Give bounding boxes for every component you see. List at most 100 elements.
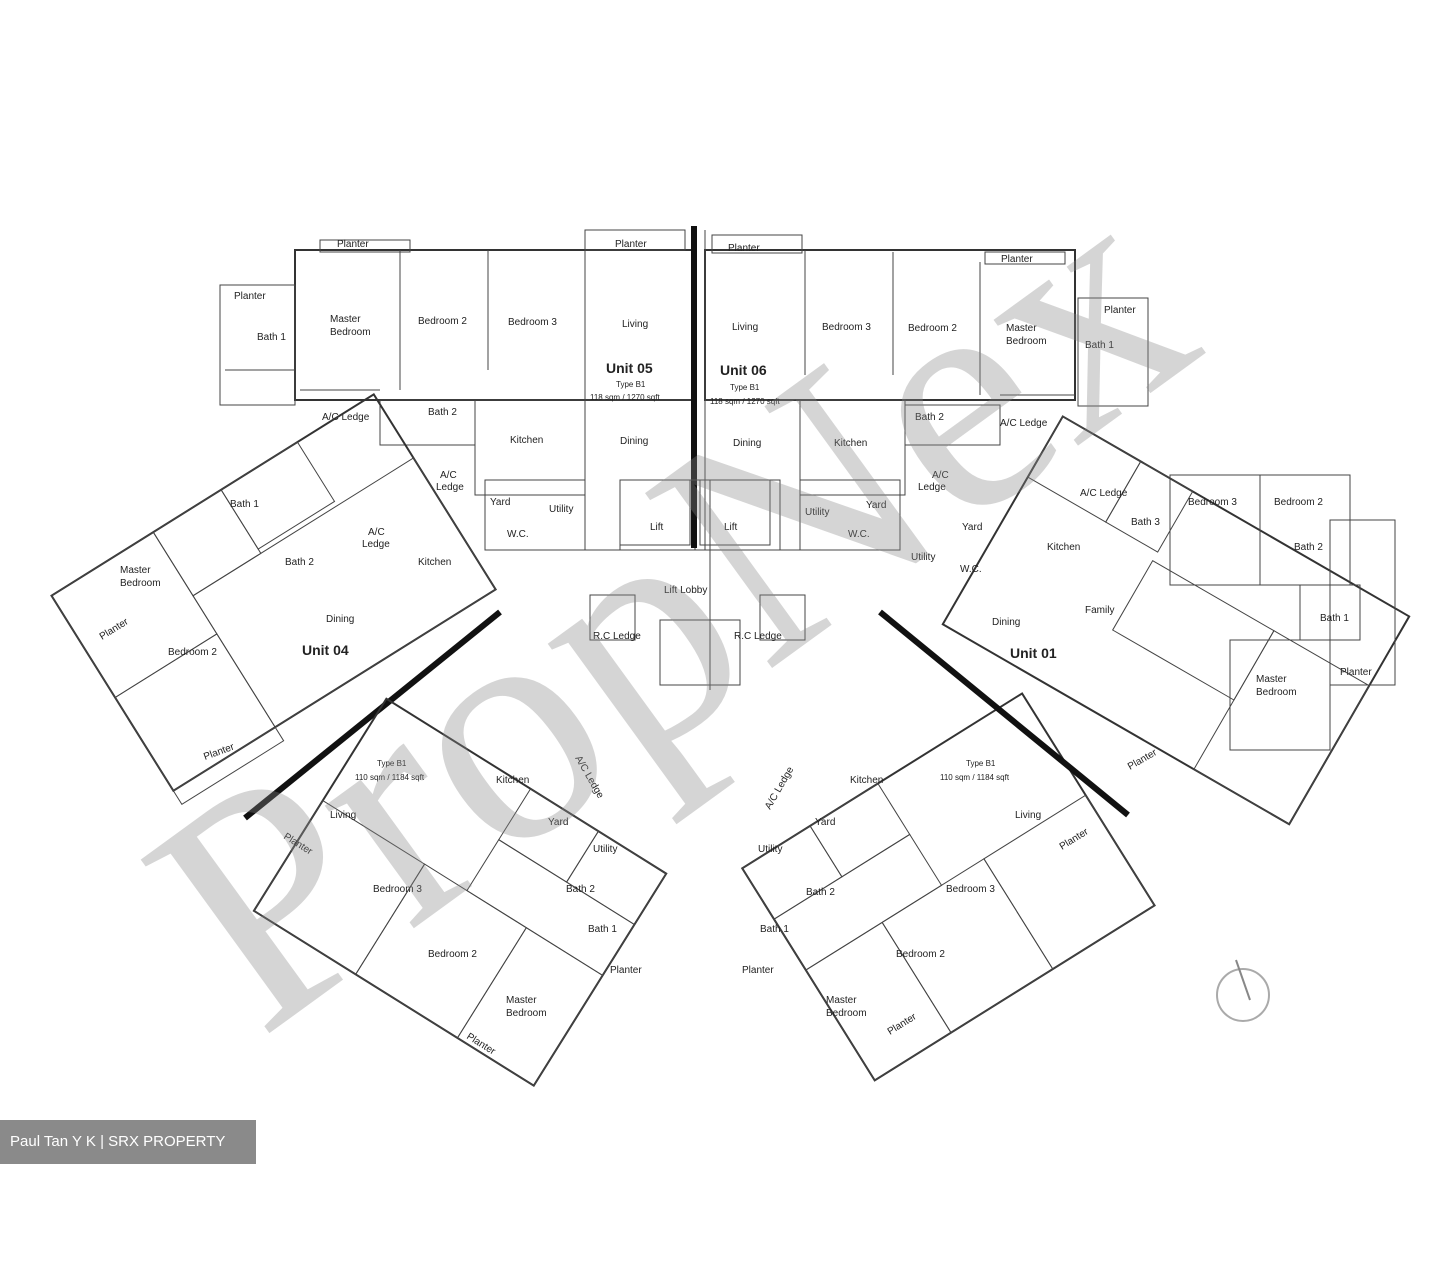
unit-06-name: Unit 06 xyxy=(720,362,767,378)
u05-dining-label: Dining xyxy=(620,436,648,447)
u03-bath1-label: Bath 1 xyxy=(588,924,617,935)
u06-bedroom2-label: Bedroom 2 xyxy=(908,323,957,334)
unit-03-type: Type B1 xyxy=(377,759,407,768)
u05-ac-label: A/C xyxy=(440,470,457,481)
u01-wc-label: W.C. xyxy=(960,564,982,575)
u06-planter-top-label: Planter xyxy=(1001,254,1033,265)
u01-bath1-label: Bath 1 xyxy=(1320,613,1349,624)
u05-lift-label: Lift xyxy=(650,522,664,533)
u04-master-label-2: Bedroom xyxy=(120,578,161,589)
u01-bath3-label: Bath 3 xyxy=(1131,517,1160,528)
u02-bath2-label: Bath 2 xyxy=(806,887,835,898)
u05-ledge-label: Ledge xyxy=(436,482,464,493)
rc-ledge-left-label: R.C Ledge xyxy=(593,631,641,642)
u02-bath1-label: Bath 1 xyxy=(760,924,789,935)
u04-ledge-label: Ledge xyxy=(362,539,390,550)
u02-planter-side-label: Planter xyxy=(742,965,774,976)
u01-kitchen-label: Kitchen xyxy=(1047,542,1080,553)
u06-planter-label: Planter xyxy=(728,243,760,254)
u04-bath1-label: Bath 1 xyxy=(230,499,259,510)
u01-planter-label: Planter xyxy=(1340,667,1372,678)
lift-lobby-core xyxy=(589,479,806,690)
u01-master-room xyxy=(1229,639,1331,751)
u01-master-label-2: Bedroom xyxy=(1256,687,1297,698)
u03-bedroom3-label: Bedroom 3 xyxy=(373,884,422,895)
u04-dining-label: Dining xyxy=(326,614,354,625)
u03-kitchen-label: Kitchen xyxy=(496,775,529,786)
u06-planter-side-label: Planter xyxy=(1104,305,1136,316)
u01-family-label: Family xyxy=(1085,605,1114,616)
u02-utility-label: Utility xyxy=(758,844,782,855)
u06-ac-label: A/C xyxy=(932,470,949,481)
u06-dining-label: Dining xyxy=(733,438,761,449)
u01-bedroom2-label: Bedroom 2 xyxy=(1274,497,1323,508)
u01-bath2-label: Bath 2 xyxy=(1294,542,1323,553)
u01-yard-label: Yard xyxy=(962,522,982,533)
u03-living-label: Living xyxy=(330,810,356,821)
u03-yard-label: Yard xyxy=(548,817,568,828)
u04-planter-label: Planter xyxy=(98,616,131,642)
u03-bath2-label: Bath 2 xyxy=(566,884,595,895)
unit-06-type: Type B1 xyxy=(730,383,760,392)
u05-master-label-2: Bedroom xyxy=(330,327,371,338)
u05-utility-label: Utility xyxy=(549,504,573,515)
photo-credit: Paul Tan Y K | SRX PROPERTY xyxy=(0,1120,256,1164)
u03-planter-label: Planter xyxy=(610,965,642,976)
divider-01-02 xyxy=(878,609,1130,818)
unit-03-plan xyxy=(252,697,668,1088)
u06-acledge-label: A/C Ledge xyxy=(1000,418,1048,429)
unit-01-plan xyxy=(941,415,1411,826)
u06-bedroom3-label: Bedroom 3 xyxy=(822,322,871,333)
u01-bedroom3-room xyxy=(1169,474,1261,586)
lift-lobby-label: Lift Lobby xyxy=(664,585,707,596)
u02-yard-label: Yard xyxy=(815,817,835,828)
u06-bath2-label: Bath 2 xyxy=(915,412,944,423)
unit-02-plan xyxy=(740,692,1156,1082)
u06-kitchen-label: Kitchen xyxy=(834,438,867,449)
u06-master-label-2: Bedroom xyxy=(1006,336,1047,347)
u04-bath2-label: Bath 2 xyxy=(285,557,314,568)
u02-living-label: Living xyxy=(1015,810,1041,821)
u06-master-label-1: Master xyxy=(1006,323,1037,334)
u02-bedroom3-label: Bedroom 3 xyxy=(946,884,995,895)
u02-bedroom2-label: Bedroom 2 xyxy=(896,949,945,960)
u05-bedroom2-label: Bedroom 2 xyxy=(418,316,467,327)
u02-planter-label: Planter xyxy=(1058,826,1091,852)
unit-05-type: Type B1 xyxy=(616,380,646,389)
u06-wc-label: W.C. xyxy=(848,529,870,540)
u02-acledge-label: A/C Ledge xyxy=(763,765,796,812)
watermark: PropNex xyxy=(88,113,1252,1098)
u05-wc-label: W.C. xyxy=(507,529,529,540)
u03-master-label-2: Bedroom xyxy=(506,1008,547,1019)
u05-living-label: Living xyxy=(622,319,648,330)
u05-master-label-1: Master xyxy=(330,314,361,325)
u06-yard-label: Yard xyxy=(866,500,886,511)
u01-master-label-1: Master xyxy=(1256,674,1287,685)
u01-acledge-label: A/C Ledge xyxy=(1080,488,1128,499)
u03-master-label-1: Master xyxy=(506,995,537,1006)
u05-bedroom3-label: Bedroom 3 xyxy=(508,317,557,328)
u01-planter-strip xyxy=(1329,519,1396,686)
u05-planter-side-label: Planter xyxy=(234,291,266,302)
unit-05-name: Unit 05 xyxy=(606,360,653,376)
unit-01-name: Unit 01 xyxy=(1010,645,1057,661)
u01-utility-label: Utility xyxy=(911,552,935,563)
unit-02-type: Type B1 xyxy=(966,759,996,768)
u05-planter-label: Planter xyxy=(337,239,369,250)
u02-master-label-2: Bedroom xyxy=(826,1008,867,1019)
unit-05-area: 118 sqm / 1270 sqft xyxy=(590,393,660,402)
u02-kitchen-label: Kitchen xyxy=(850,775,883,786)
u06-lift-label: Lift xyxy=(724,522,738,533)
u03-bedroom2-label: Bedroom 2 xyxy=(428,949,477,960)
u04-bedroom2-label: Bedroom 2 xyxy=(168,647,217,658)
u04-master-label-1: Master xyxy=(120,565,151,576)
u06-bath1-label: Bath 1 xyxy=(1085,340,1114,351)
u05-bath1-label: Bath 1 xyxy=(257,332,286,343)
u01-dining-label: Dining xyxy=(992,617,1020,628)
u06-ledge-label: Ledge xyxy=(918,482,946,493)
u02-planter-bottom-label: Planter xyxy=(886,1011,919,1037)
unit-02-area: 110 sqm / 1184 sqft xyxy=(940,773,1010,782)
u04-kitchen-label: Kitchen xyxy=(418,557,451,568)
u01-planter-lower-label: Planter xyxy=(1126,747,1160,773)
